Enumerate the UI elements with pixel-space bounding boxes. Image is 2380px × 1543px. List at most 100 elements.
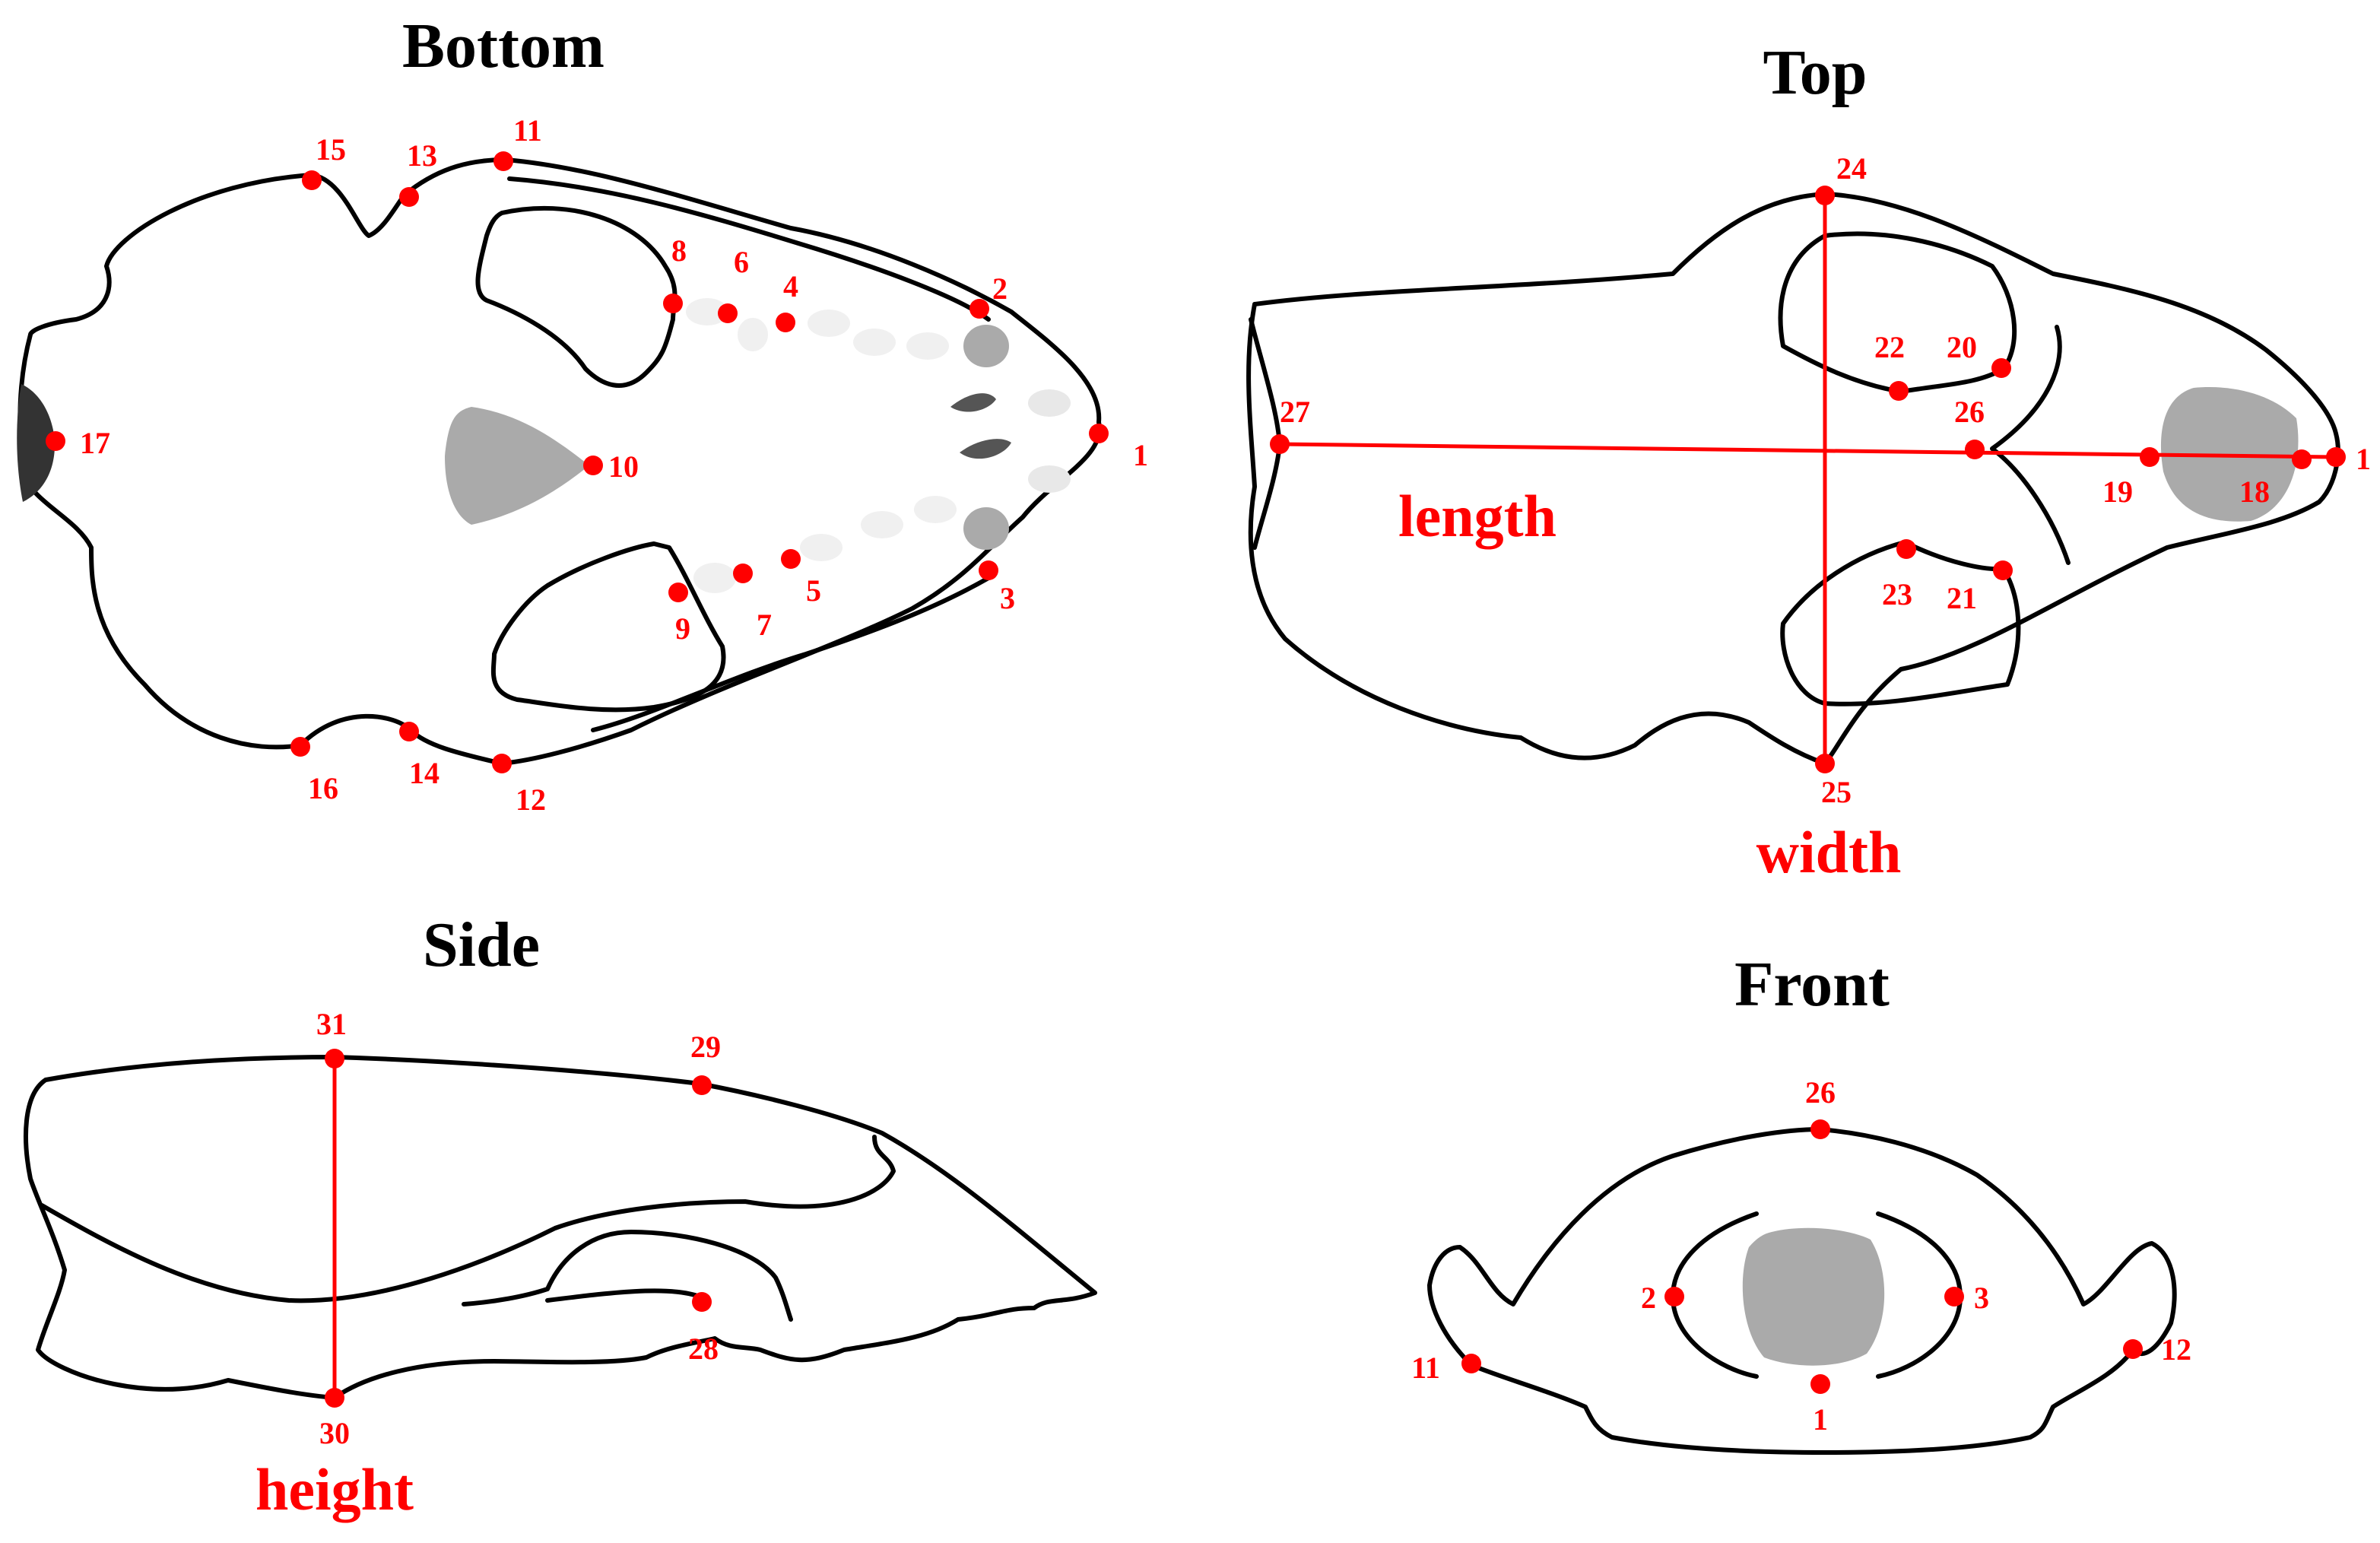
top-landmark-25-dot [1815,754,1835,773]
front-view: Front 26 2 3 11 12 1 [1411,949,2191,1455]
bottom-landmark-8-label: 8 [671,233,687,268]
bottom-landmark-5-label: 5 [806,573,821,608]
bottom-landmark-3-dot [979,560,998,580]
side-landmark-29-label: 29 [690,1030,721,1064]
top-landmark-27-dot [1270,434,1290,454]
bottom-light-shading-7 [906,332,949,360]
top-landmark-22-label: 22 [1874,330,1905,364]
bottom-landmark-1-label: 1 [1133,438,1148,472]
bottom-light-shading-11 [914,496,957,523]
bottom-landmark-15-dot [302,170,322,190]
front-landmark-11-dot [1461,1354,1481,1373]
front-view-title: Front [1734,949,1890,1020]
bottom-landmark-11-dot [493,151,513,171]
side-height-label: height [255,1456,414,1522]
bottom-landmark-4-label: 4 [783,269,798,303]
top-length-label: length [1398,483,1557,549]
bottom-teeth-shading-lower [963,507,1009,550]
top-landmark-19-dot [2140,447,2159,467]
bottom-landmark-14-dot [399,722,419,741]
top-landmark-18-label: 18 [2239,475,2270,509]
bottom-landmark-13-label: 13 [407,138,437,173]
top-landmark-24-label: 24 [1836,151,1867,186]
top-landmark-1-label: 1 [2356,442,2371,476]
bottom-light-shading-6 [853,329,896,356]
bottom-landmark-17-dot [46,431,65,451]
bottom-nasal-shading-upper [950,393,996,412]
top-landmark-22-dot [1889,381,1909,401]
front-landmark-11-label: 11 [1411,1351,1440,1385]
bottom-landmark-1-dot [1089,424,1109,443]
bottom-landmark-5-dot [781,549,801,569]
bottom-upper-orbit [475,205,678,388]
side-landmark-29-dot [692,1075,712,1095]
bottom-landmark-14-label: 14 [409,756,440,790]
bottom-landmark-2-label: 2 [992,271,1008,306]
bottom-landmark-10-dot [583,456,603,475]
bottom-foramen-shading [445,407,589,525]
top-view-title: Top [1763,37,1867,108]
side-jaw-line [462,1230,793,1322]
bottom-landmark-6-label: 6 [734,245,749,279]
top-landmark-25-label: 25 [1821,775,1852,809]
top-length-line [1279,442,2337,459]
front-landmark-3-label: 3 [1974,1281,1989,1315]
bottom-landmark-16-dot [290,737,310,757]
bottom-lower-orbit [490,541,726,713]
side-landmark-31-dot [325,1049,344,1068]
side-landmark-30-label: 30 [319,1416,350,1450]
bottom-landmark-7-dot [733,564,753,583]
bottom-landmark-9-dot [668,583,688,602]
top-upper-orbit [1778,231,2017,394]
bottom-light-shading-4 [738,318,768,351]
front-landmark-3-dot [1944,1287,1964,1306]
front-landmark-12-label: 12 [2161,1332,2191,1367]
bottom-occipital-shading [17,384,55,502]
top-landmark-23-label: 23 [1882,577,1912,611]
top-landmark-23-dot [1896,539,1916,559]
side-view-title: Side [423,910,540,980]
bottom-light-shading-5 [808,310,850,337]
side-zygomatic-arch [40,1135,896,1303]
top-landmark-27-label: 27 [1280,395,1310,429]
bottom-landmark-12-dot [492,754,512,773]
bottom-landmark-7-label: 7 [757,608,772,642]
bottom-landmark-8-dot [663,294,683,313]
bottom-landmark-10-label: 10 [608,449,639,484]
top-landmark-20-label: 20 [1947,330,1977,364]
side-landmark-31-label: 31 [316,1007,347,1041]
bottom-nasal-shading-lower [960,439,1011,459]
front-landmark-1-dot [1810,1374,1830,1394]
bottom-view-title: Bottom [402,11,605,81]
front-landmark-26-dot [1810,1119,1830,1139]
bottom-inner-contour [507,176,991,732]
bottom-landmark-9-label: 9 [675,611,690,646]
bottom-landmark-12-label: 12 [516,783,546,817]
bottom-landmark-3-label: 3 [1000,581,1015,615]
bottom-landmark-2-dot [969,299,989,319]
side-landmark-28-label: 28 [688,1332,719,1366]
bottom-landmark-13-dot [399,187,419,207]
bottom-landmark-16-label: 16 [308,771,338,805]
top-landmark-21-dot [1993,560,2013,580]
bottom-landmark-15-label: 15 [316,132,346,167]
top-landmark-20-dot [1991,358,2011,378]
top-width-label: width [1756,819,1902,885]
top-landmark-24-dot [1815,186,1835,205]
front-landmark-12-dot [2123,1339,2143,1359]
top-landmark-18-dot [2292,449,2312,469]
side-landmark-28-dot [692,1292,712,1312]
top-nasal-suture [1990,325,2071,565]
top-landmark-26-dot [1965,440,1985,459]
bottom-light-shading-3 [686,298,728,325]
side-view: Side height 28 29 30 31 [24,910,1097,1522]
side-tooth-line [545,1288,702,1303]
bottom-landmark-6-dot [718,303,738,323]
bottom-light-shading-2 [1028,465,1071,493]
bottom-light-shading-9 [800,534,843,561]
front-landmark-2-dot [1664,1287,1684,1306]
front-nasal-shading [1742,1227,1885,1366]
top-landmark-26-label: 26 [1954,395,1985,429]
bottom-teeth-shading-upper [963,325,1009,367]
bottom-light-shading-8 [693,563,736,593]
